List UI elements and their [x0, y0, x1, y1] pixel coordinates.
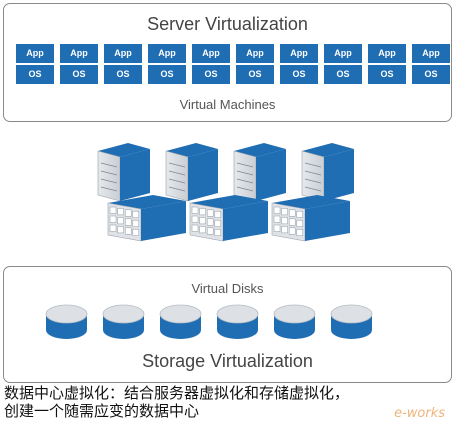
- vm-app-layer: App: [412, 44, 450, 63]
- virtual-disks-label: Virtual Disks: [191, 281, 264, 296]
- vm-os-layer: OS: [324, 65, 362, 84]
- virtual-disk-icon: [216, 304, 259, 339]
- caption: 数据中心虚拟化：结合服务器虚拟化和存储虚拟化， 创建一个随需应变的数据中心: [4, 384, 454, 420]
- vm-os-layer: OS: [60, 65, 98, 84]
- vm-os-layer: OS: [368, 65, 406, 84]
- vm-app-layer: App: [60, 44, 98, 63]
- physical-server-icon: [301, 143, 354, 202]
- vm-app-layer: App: [236, 44, 274, 63]
- virtual-machines-label: Virtual Machines: [179, 97, 276, 112]
- storage-array-icon: [189, 195, 268, 242]
- vm-app-layer: App: [192, 44, 230, 63]
- vm-app-layer: App: [280, 44, 318, 63]
- virtual-disk-icon: [273, 304, 316, 339]
- server-virtualization-title: Server Virtualization: [147, 14, 308, 34]
- virtual-disk-icon: [330, 304, 373, 339]
- vm-os-layer: OS: [236, 65, 274, 84]
- storage-array-icon: [107, 195, 186, 242]
- storage-virtualization-title: Storage Virtualization: [142, 351, 313, 371]
- vm-app-layer: App: [104, 44, 142, 63]
- vm-app-layer: App: [368, 44, 406, 63]
- storage-array-icon: [271, 195, 350, 242]
- physical-hardware-illustration: [97, 143, 354, 242]
- virtual-disks-row: [44, 303, 374, 341]
- physical-server-icon: [233, 143, 286, 202]
- vm-os-layer: OS: [148, 65, 186, 84]
- caption-line-1: 数据中心虚拟化：结合服务器虚拟化和存储虚拟化，: [4, 384, 350, 402]
- physical-server-icon: [165, 143, 218, 202]
- physical-server-icon: [97, 143, 150, 202]
- vm-os-layer: OS: [16, 65, 54, 84]
- vm-os-layer: OS: [104, 65, 142, 84]
- vm-app-layer: App: [148, 44, 186, 63]
- vm-app-layer: App: [16, 44, 54, 63]
- storage-virtualization-panel: Virtual Disks Storage Virtualization: [3, 266, 452, 383]
- virtual-disk-icon: [159, 304, 202, 339]
- vm-os-layer: OS: [192, 65, 230, 84]
- vm-app-layer: App: [324, 44, 362, 63]
- caption-line-2: 创建一个随需应变的数据中心: [4, 402, 200, 420]
- virtual-disk-icon: [102, 304, 145, 339]
- vm-os-layer: OS: [412, 65, 450, 84]
- vm-os-layer: OS: [280, 65, 318, 84]
- virtual-disk-icon: [45, 304, 88, 339]
- e-works-watermark: e-works: [394, 406, 445, 421]
